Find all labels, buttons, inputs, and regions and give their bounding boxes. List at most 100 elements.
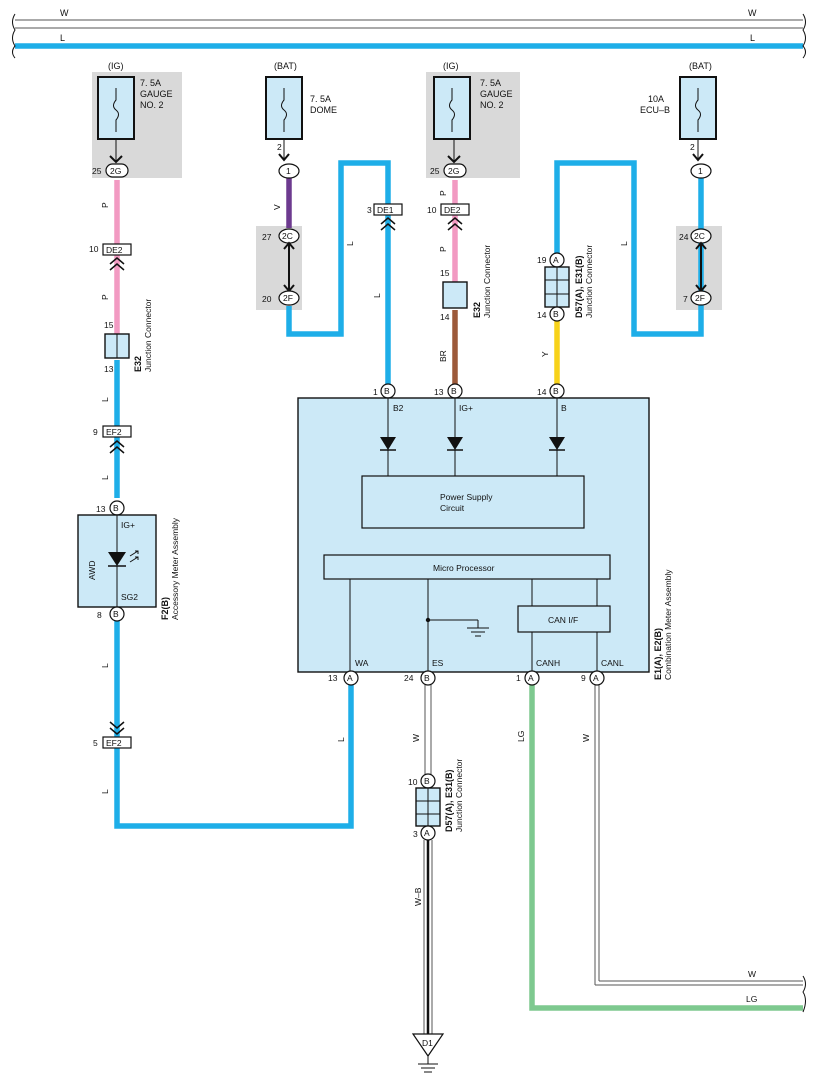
svg-text:10: 10 [427,205,437,215]
svg-text:E32: E32 [133,356,143,372]
svg-text:A: A [528,673,534,683]
svg-text:DE2: DE2 [106,245,123,255]
svg-text:7. 5A: 7. 5A [310,94,331,104]
top-bus: W W L L [12,8,806,59]
fuse-icon [695,88,701,132]
svg-text:W: W [748,969,756,979]
svg-text:Junction Connector: Junction Connector [454,759,464,832]
connector-chevron-icon [109,440,125,454]
micro-processor [323,554,611,580]
svg-text:13: 13 [328,673,338,683]
arrow-icon [692,153,704,162]
svg-text:EF2: EF2 [106,427,122,437]
svg-text:Power Supply: Power Supply [440,492,493,502]
gauge2-column: P 10 DE2 P 15 14 E32 Junction Connector … [427,190,492,362]
svg-text:CANL: CANL [601,658,624,668]
svg-text:10A: 10A [648,94,664,104]
svg-text:B: B [113,609,119,619]
ground-d1-icon [411,1033,445,1058]
fuse-icon [113,88,119,132]
svg-text:1: 1 [286,166,291,176]
fuse-icon [281,88,287,132]
svg-text:2G: 2G [448,166,459,176]
svg-text:E1(A), E2(B): E1(A), E2(B) [653,628,663,680]
bus-w-label-right: W [748,8,757,18]
svg-text:(BAT): (BAT) [689,61,712,71]
svg-text:L: L [100,397,110,402]
svg-text:15: 15 [440,268,450,278]
svg-text:AWD: AWD [87,560,97,580]
svg-text:2F: 2F [283,293,293,303]
svg-text:B: B [553,309,559,319]
svg-text:2G: 2G [110,166,121,176]
svg-text:IG+: IG+ [459,403,473,413]
arrow-icon [278,153,290,162]
svg-text:Micro Processor: Micro Processor [433,563,495,573]
svg-text:GAUGE: GAUGE [480,89,513,99]
svg-text:Junction Connector: Junction Connector [482,245,492,318]
svg-text:19: 19 [537,255,547,265]
arrow-icon [447,155,461,164]
svg-text:1: 1 [373,387,378,397]
svg-text:25: 25 [92,166,102,176]
bus-break-right-icon [802,13,806,59]
svg-text:2: 2 [277,142,282,152]
diode-icon [447,437,463,450]
svg-text:B2: B2 [393,403,404,413]
svg-text:CAN I/F: CAN I/F [548,615,578,625]
svg-text:3: 3 [367,205,372,215]
dome-column: V 27 2C 20 2F L 3 DE1 L [262,203,403,306]
svg-text:(BAT): (BAT) [274,61,297,71]
led-icon [108,552,126,566]
svg-text:P: P [438,190,448,196]
e32-gauge2-connector [442,281,468,309]
svg-text:7: 7 [683,294,688,304]
svg-text:P: P [438,246,448,252]
connector-chevron-icon [447,217,463,231]
svg-text:B: B [424,776,430,786]
svg-text:B: B [561,403,567,413]
svg-text:DE2: DE2 [444,205,461,215]
svg-text:P: P [100,294,110,300]
svg-text:LG: LG [516,731,526,742]
svg-text:8: 8 [97,610,102,620]
svg-text:LG: LG [746,994,757,1004]
svg-text:F2(B): F2(B) [160,597,170,620]
svg-text:L: L [619,241,629,246]
diode-icon [549,437,565,450]
svg-text:3: 3 [413,829,418,839]
fuse-gauge1: (IG) 7. 5A GAUGE NO. 2 25 2G [92,61,173,178]
svg-text:A: A [593,673,599,683]
svg-text:CANH: CANH [536,658,560,668]
svg-text:(IG): (IG) [108,61,124,71]
svg-text:L: L [345,241,355,246]
svg-text:L: L [372,293,382,298]
svg-text:GAUGE: GAUGE [140,89,173,99]
ecub-column: L 24 2C 7 2F 19 A 14 B D57(A), E31(B) Ju… [537,228,712,357]
svg-text:W–B: W–B [413,887,423,906]
svg-text:13: 13 [96,504,106,514]
svg-text:B: B [424,673,430,683]
svg-text:Junction Connector: Junction Connector [143,299,153,372]
svg-text:Junction Connector: Junction Connector [584,245,594,318]
svg-text:ECU–B: ECU–B [640,105,670,115]
svg-text:DOME: DOME [310,105,337,115]
svg-text:7. 5A: 7. 5A [480,78,501,88]
bus-w-label-left: W [60,8,69,18]
svg-text:NO. 2: NO. 2 [140,100,164,110]
fuse-dome: (BAT) 7. 5A DOME 2 1 [265,61,337,179]
svg-text:14: 14 [440,312,450,322]
svg-text:2C: 2C [694,231,705,241]
power-supply-circuit [361,475,585,529]
connector-chevron-icon [109,721,125,735]
svg-text:2: 2 [690,142,695,152]
combination-meter-assembly: 1 B 13 B 14 B B2 IG+ B Power Supply Circ… [297,383,673,686]
svg-text:B: B [113,503,119,513]
svg-text:B: B [384,386,390,396]
svg-text:L: L [100,475,110,480]
svg-text:27: 27 [262,232,272,242]
svg-text:V: V [272,204,282,210]
diode-icon [380,437,396,450]
svg-text:25: 25 [430,166,440,176]
can-interface [517,605,611,633]
